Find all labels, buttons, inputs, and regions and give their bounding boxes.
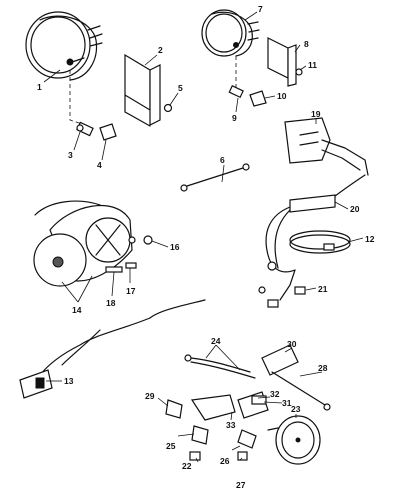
- hose-clamp: [289, 230, 351, 254]
- callout-4: 4: [97, 160, 102, 170]
- callout-22: 22: [182, 461, 192, 471]
- cylinder-fitting: [261, 344, 299, 376]
- callout-7: 7: [258, 4, 263, 14]
- nut-small-2: [295, 68, 303, 76]
- callout-24: 24: [211, 336, 221, 346]
- wire-pair: [184, 354, 256, 379]
- callout-21: 21: [318, 284, 328, 294]
- callout-10: 10: [277, 91, 287, 101]
- callout-12: 12: [365, 234, 375, 244]
- callout-31: 31: [282, 398, 292, 408]
- callout-13: 13: [64, 376, 74, 386]
- bulb-and-socket-2: [228, 56, 267, 107]
- plug-harness: [19, 299, 206, 399]
- terminal-bracket: [284, 117, 369, 176]
- nut-16: [143, 235, 153, 245]
- sender-bracket: [190, 391, 269, 421]
- pressure-gauge: [267, 415, 321, 465]
- callout-23: 23: [291, 404, 301, 414]
- callout-2: 2: [158, 45, 163, 55]
- callout-6: 6: [220, 155, 225, 165]
- callout-19: 19: [311, 109, 321, 119]
- bulb-and-socket: [69, 70, 117, 141]
- callout-30: 30: [287, 339, 297, 349]
- callout-9: 9: [232, 113, 237, 123]
- ground-lead: [271, 371, 331, 411]
- ground-strap: [180, 163, 250, 192]
- nut-small: [163, 103, 173, 113]
- callouts: 1 2 3 4 5 6 7 8 9 10 11 12 13 14 16 17 1…: [37, 4, 375, 490]
- callout-33: 33: [226, 420, 236, 430]
- connectors: [258, 261, 306, 308]
- gauge-large: [25, 11, 103, 81]
- callout-27: 27: [236, 480, 246, 490]
- leader-lines: [43, 11, 364, 463]
- callout-28: 28: [318, 363, 328, 373]
- callout-29: 29: [145, 391, 155, 401]
- callout-20: 20: [350, 204, 360, 214]
- gauge-small: [201, 9, 260, 57]
- bracket-large: [124, 53, 161, 127]
- elbow-fittings: [165, 399, 257, 461]
- callout-16: 16: [170, 242, 180, 252]
- callout-1: 1: [37, 82, 42, 92]
- callout-8: 8: [304, 39, 309, 49]
- callout-26: 26: [220, 456, 230, 466]
- callout-14: 14: [72, 305, 82, 315]
- callout-25: 25: [166, 441, 176, 451]
- callout-17: 17: [126, 286, 136, 296]
- bracket-small: [267, 37, 297, 87]
- wire-harness: [265, 174, 366, 273]
- twin-gauge-assembly: [33, 200, 136, 287]
- callout-32: 32: [270, 389, 280, 399]
- callout-3: 3: [68, 150, 73, 160]
- callout-18: 18: [106, 298, 116, 308]
- callout-11: 11: [308, 60, 317, 70]
- callout-5: 5: [178, 83, 183, 93]
